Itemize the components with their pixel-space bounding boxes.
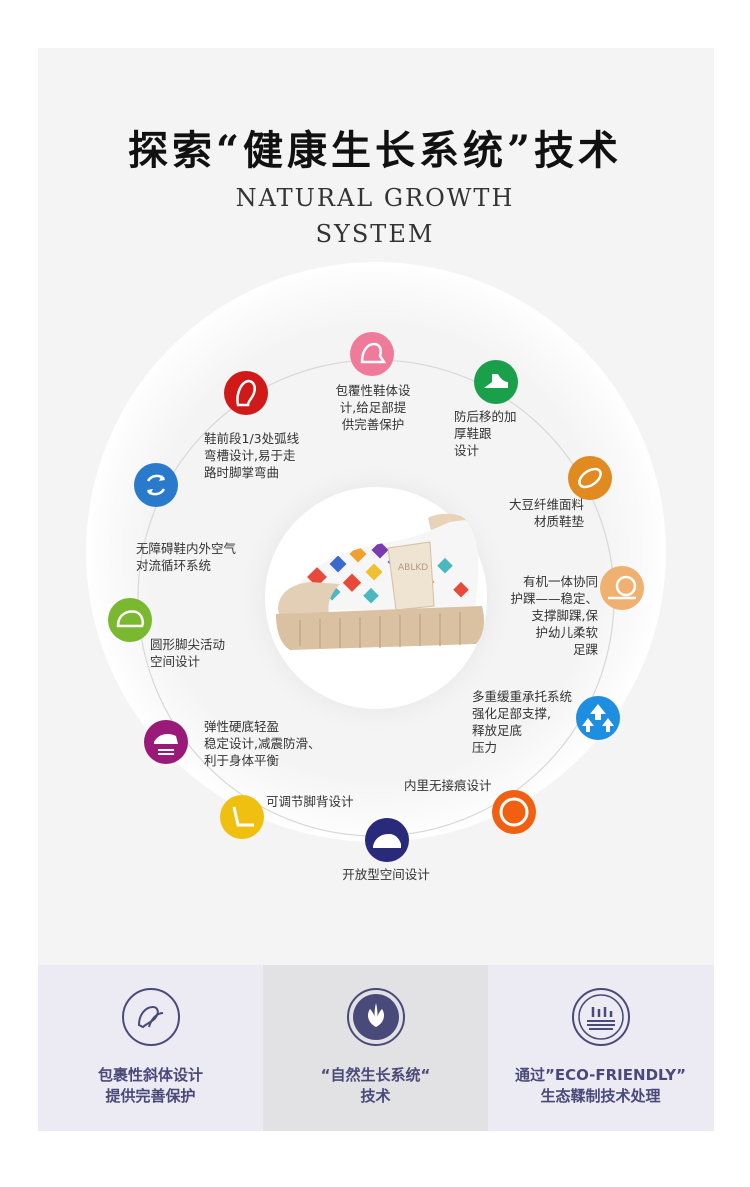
forefoot-groove-icon	[224, 371, 268, 415]
round-toe-icon	[108, 598, 152, 642]
leaf-growth-icon	[346, 987, 406, 1047]
wrap-shoe-body-icon	[350, 332, 394, 376]
feature-label-groove: 鞋前段1/3处弧线 弯槽设计,易于走 路时脚掌弯曲	[204, 431, 300, 480]
bottom-text-growth: “自然生长系统“ 技术	[320, 1066, 431, 1105]
bottom-card-growth: “自然生长系统“ 技术	[263, 965, 488, 1131]
feature-label-heel: 防后移的加 厚鞋跟 设计	[454, 409, 517, 458]
bottom-text-eco: 通过”ECO-FRIENDLY” 生态鞣制技术处理	[515, 1066, 686, 1105]
seamless-lining-icon	[492, 790, 536, 834]
elastic-sole-icon	[144, 720, 188, 764]
feature-label-open: 开放型空间设计	[342, 867, 430, 882]
anti-slip-heel-icon	[474, 360, 518, 404]
bottom-card-eco: 通过”ECO-FRIENDLY” 生态鞣制技术处理	[488, 965, 714, 1131]
feature-label-instep: 可调节脚背设计	[266, 794, 354, 809]
feature-label-toe: 圆形脚尖活动 空间设计	[150, 637, 226, 669]
feature-label-ankle: 有机一体协同 护踝——稳定、 支撑脚踝,保 护幼儿柔软 足踝	[510, 574, 598, 657]
cushioning-icon	[576, 696, 620, 740]
feature-label-insole: 大豆纤维面料 材质鞋垫	[508, 497, 584, 529]
feature-label-lining: 内里无接痕设计	[404, 778, 492, 793]
feature-label-air: 无障碍鞋内外空气 对流循环系统	[136, 541, 237, 573]
ankle-protection-icon	[600, 566, 644, 610]
open-space-icon	[365, 818, 409, 862]
air-circulation-icon	[134, 463, 178, 507]
page-subtitle: NATURAL GROWTH SYSTEM	[0, 180, 750, 252]
bottom-card-hug: 包裹性斜体设计 提供完善保护	[38, 965, 263, 1131]
feature-label-wrap: 包覆性鞋体设 计,给足部提 供完善保护	[335, 383, 411, 432]
feature-label-cushion: 多重缓重承托系统 强化足部支撑, 释放足底 压力	[472, 689, 573, 755]
product-shoe-image: ABLKD	[276, 513, 484, 650]
bottom-text-hug: 包裹性斜体设计 提供完善保护	[97, 1066, 203, 1105]
feature-label-sole: 弹性硬底轻盈 稳定设计,减震防滑、 利于身体平衡	[204, 719, 321, 768]
adjustable-instep-icon	[220, 795, 264, 839]
hug-design-icon	[121, 987, 181, 1047]
subtitle-line-2: SYSTEM	[315, 220, 435, 248]
page-title: 探索“健康生长系统”技术	[127, 127, 622, 174]
eco-friendly-icon	[571, 987, 631, 1047]
subtitle-line-1: NATURAL GROWTH	[235, 184, 515, 212]
soybean-fiber-insole-icon	[568, 456, 612, 500]
shoe-logo: ABLKD	[398, 563, 428, 573]
